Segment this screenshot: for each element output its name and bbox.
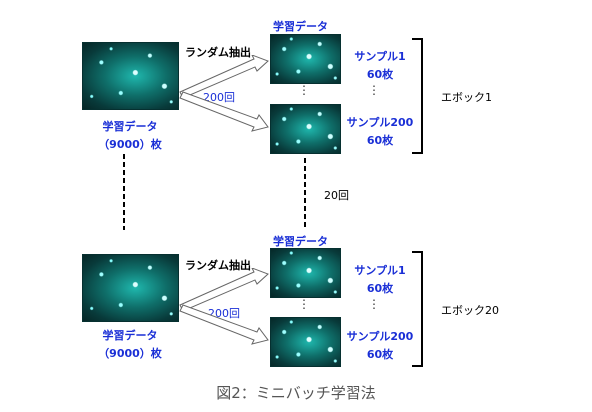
sample-last-label: サンプル200 60枚 [346, 330, 414, 361]
dashed-connector-right [304, 158, 306, 228]
repeat-count-label: 200回 [203, 91, 235, 104]
vertical-ellipsis: ⋮ [298, 83, 310, 97]
upper-arrow [179, 268, 269, 312]
arrows-epoch-20 [179, 268, 269, 345]
sample-image-last [270, 317, 341, 367]
sample-last-label: サンプル200 60枚 [346, 116, 414, 147]
lower-arrow [179, 91, 269, 132]
upper-arrow [179, 55, 269, 99]
training-data-label: 学習データ （9000）枚 [98, 120, 162, 151]
epoch-label: エボック1 [441, 91, 492, 104]
random-extract-label: ランダム抽出 [185, 46, 251, 59]
sample-first-label: サンプル1 60枚 [354, 264, 406, 295]
arrows-epoch-1 [179, 55, 269, 132]
vertical-ellipsis: ⋮ [298, 297, 310, 311]
epoch-repeat-label: 20回 [324, 189, 349, 202]
training-data-image [82, 42, 179, 110]
epoch-bracket [412, 251, 423, 367]
random-extract-label: ランダム抽出 [185, 259, 251, 272]
subset-title: 学習データ [273, 20, 328, 33]
vertical-ellipsis: ⋮ [368, 297, 380, 311]
vertical-ellipsis: ⋮ [368, 83, 380, 97]
training-data-label: 学習データ （9000）枚 [98, 329, 162, 360]
epoch-bracket [412, 38, 423, 154]
epoch-label: エボック20 [441, 304, 499, 317]
training-data-image [82, 254, 179, 322]
figure-caption: 図2：ミニバッチ学習法 [216, 384, 376, 402]
sample-first-label: サンプル1 60枚 [354, 50, 406, 81]
sample-image-first [270, 34, 341, 84]
lower-arrow [179, 304, 269, 345]
dashed-connector-left [123, 154, 125, 230]
subset-title: 学習データ [273, 235, 328, 248]
sample-image-last [270, 104, 341, 154]
sample-image-first [270, 248, 341, 298]
